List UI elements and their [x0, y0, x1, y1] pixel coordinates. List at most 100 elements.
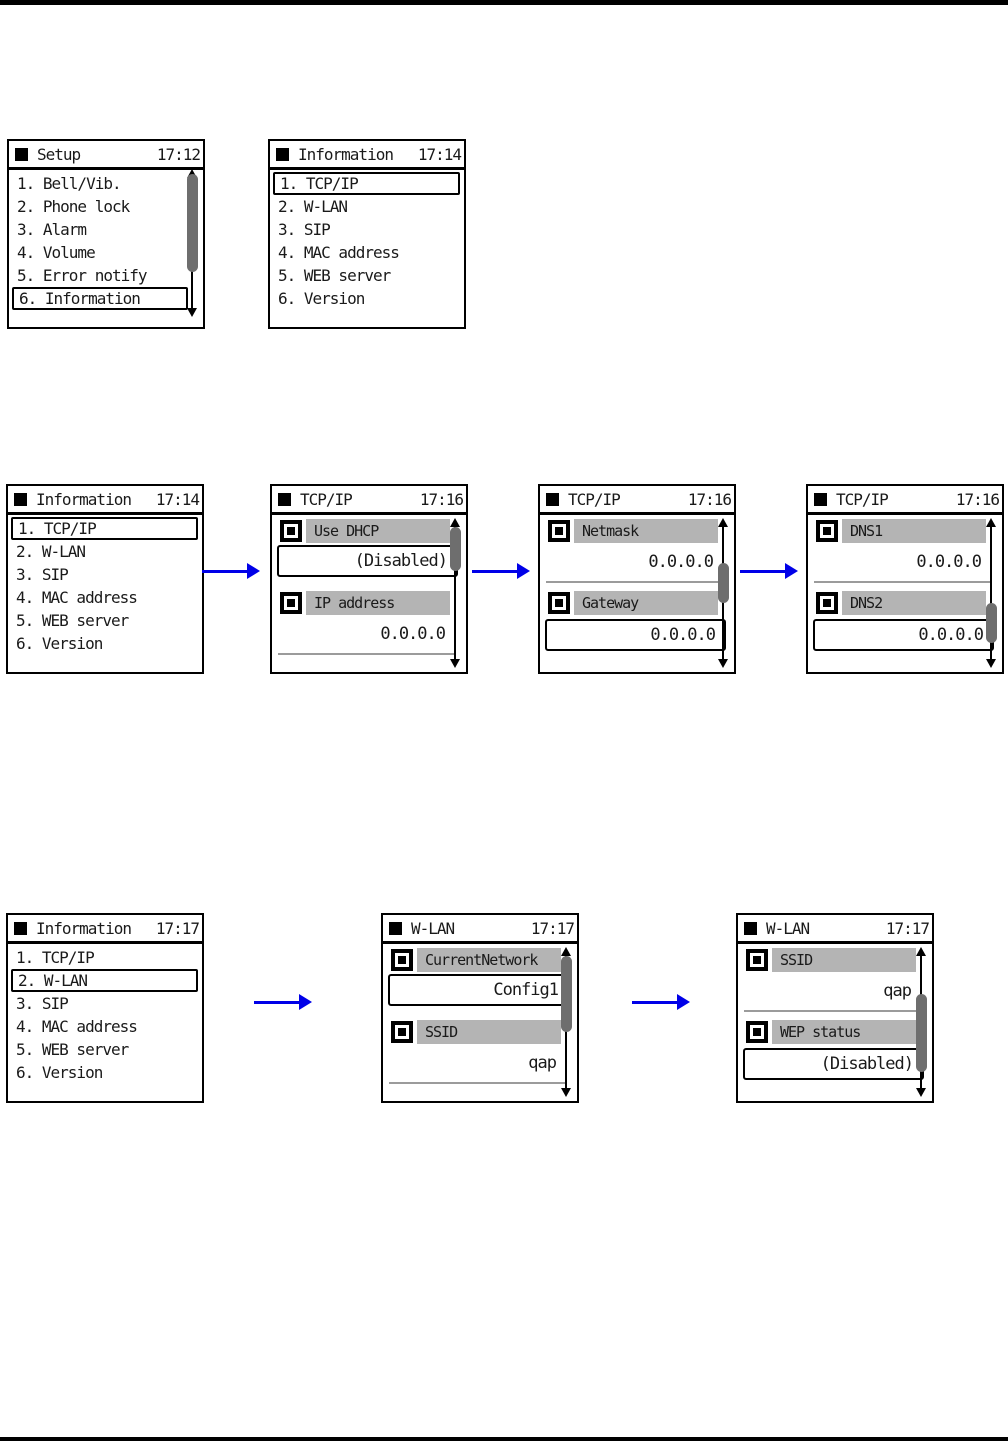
arrow-shaft: [472, 569, 517, 573]
clock-text: 17:16: [687, 490, 732, 509]
lcd-titlebar: Information 17:14: [270, 141, 464, 170]
scrollbar-track: [454, 524, 456, 662]
field-underline: [389, 1082, 567, 1084]
scrollbar-thumb: [187, 174, 198, 272]
scroll-up-icon: [916, 947, 926, 956]
field-underline: [744, 1010, 922, 1012]
menu-item: 2. Phone lock: [17, 197, 130, 216]
arrow-shaft: [202, 569, 247, 573]
screen-title: TCP/IP: [568, 489, 621, 509]
title-square-icon: [546, 492, 559, 506]
scroll-up-icon: [450, 518, 460, 527]
title-square-icon: [14, 492, 27, 506]
arrow-shaft: [632, 1000, 677, 1004]
scrollbar-thumb: [916, 994, 927, 1072]
menu-item: 4. Volume: [17, 243, 96, 262]
field-bullet-icon: [391, 1021, 413, 1043]
arrow-head-icon: [785, 563, 798, 579]
field-label: SSID: [772, 948, 916, 972]
title-square-icon: [276, 147, 289, 161]
menu-item: 4. MAC address: [16, 588, 138, 607]
menu-item: 6. Version: [278, 289, 365, 308]
scroll-down-icon: [450, 659, 460, 668]
menu-item: 5. WEB server: [16, 611, 129, 630]
lcd-content: 1. Bell/Vib. 2. Phone lock 3. Alarm 4. V…: [9, 169, 203, 327]
field-value-selected: 0.0.0.0: [545, 619, 726, 651]
screen-title: Information: [36, 918, 132, 938]
screen-title: TCP/IP: [836, 489, 889, 509]
screen-title: Setup: [37, 144, 81, 164]
field-label: DNS2: [842, 591, 986, 615]
title-square-icon: [278, 492, 291, 506]
field-label: Gateway: [574, 591, 718, 615]
scroll-down-icon: [561, 1088, 571, 1097]
screen-title: W-LAN: [766, 918, 810, 938]
next-screen-arrow: [254, 994, 312, 1010]
field-bullet-icon: [391, 949, 413, 971]
lcd-titlebar: W-LAN 17:17: [383, 915, 577, 944]
field-bullet-icon: [816, 520, 838, 542]
field-header: SSID: [746, 948, 916, 972]
clock-text: 17:16: [419, 490, 464, 509]
lcd-titlebar: W-LAN 17:17: [738, 915, 932, 944]
menu-item: 3. Alarm: [17, 220, 87, 239]
field-bullet-icon: [746, 1021, 768, 1043]
next-screen-arrow: [202, 563, 260, 579]
lcd-content: 1. TCP/IP 2. W-LAN 3. SIP 4. MAC address…: [8, 515, 202, 672]
arrow-head-icon: [299, 994, 312, 1010]
field-header: Use DHCP: [280, 519, 450, 543]
lcd-content: DNS1 0.0.0.0 DNS2 0.0.0.0: [808, 515, 1002, 672]
clock-text: 17:17: [885, 919, 930, 938]
next-screen-arrow: [472, 563, 530, 579]
field-value-selected: (Disabled): [277, 545, 458, 577]
title-square-icon: [14, 921, 27, 935]
menu-item: 2. W-LAN: [16, 542, 86, 561]
clock-text: 17:17: [530, 919, 575, 938]
field-header: IP address: [280, 591, 450, 615]
scrollbar: [718, 518, 729, 668]
lcd-content: 1. TCP/IP 2. W-LAN 3. SIP 4. MAC address…: [8, 944, 202, 1101]
field-header: DNS1: [816, 519, 986, 543]
lcd-screen-wlan-1: W-LAN 17:17 CurrentNetwork Config1 SSID …: [381, 913, 579, 1103]
field-bullet-icon: [548, 520, 570, 542]
lcd-content: CurrentNetwork Config1 SSID qap: [383, 944, 577, 1101]
scroll-up-icon: [718, 518, 728, 527]
arrow-head-icon: [517, 563, 530, 579]
lcd-screen-wlan-2: W-LAN 17:17 SSID qap WEP status (Disable…: [736, 913, 934, 1103]
screen-title: W-LAN: [411, 918, 455, 938]
menu-item: 6. Version: [16, 634, 103, 653]
field-header: WEP status: [746, 1020, 916, 1044]
field-underline: [546, 581, 724, 583]
menu-item: 3. SIP: [278, 220, 331, 239]
field-bullet-icon: [280, 520, 302, 542]
title-square-icon: [15, 147, 28, 161]
screen-title: Information: [36, 489, 132, 509]
field-header: Gateway: [548, 591, 718, 615]
screen-title: Information: [298, 144, 394, 164]
field-value: 0.0.0.0: [380, 624, 446, 644]
lcd-titlebar: Information 17:14: [8, 486, 202, 515]
field-header: SSID: [391, 1020, 561, 1044]
field-label: WEP status: [772, 1020, 916, 1044]
field-value-selected: Config1: [388, 974, 569, 1006]
lcd-screen-information: Information 17:14 1. TCP/IP 2. W-LAN 3. …: [268, 139, 466, 329]
title-square-icon: [814, 492, 827, 506]
lcd-content: 1. TCP/IP 2. W-LAN 3. SIP 4. MAC address…: [270, 170, 464, 327]
field-header: CurrentNetwork: [391, 948, 561, 972]
menu-item: 4. MAC address: [16, 1017, 138, 1036]
scroll-up-icon: [187, 169, 197, 178]
page-top-rule: [0, 0, 1008, 5]
clock-text: 17:12: [156, 145, 201, 164]
field-value-selected: (Disabled): [743, 1048, 924, 1080]
scrollbar: [561, 947, 572, 1097]
title-square-icon: [744, 921, 757, 935]
page-bottom-rule: [0, 1437, 1008, 1441]
arrow-shaft: [254, 1000, 299, 1004]
lcd-screen-tcpip-1: TCP/IP 17:16 Use DHCP (Disabled) IP addr…: [270, 484, 468, 674]
field-header: DNS2: [816, 591, 986, 615]
field-label: IP address: [306, 591, 450, 615]
field-label: DNS1: [842, 519, 986, 543]
screen-title: TCP/IP: [300, 489, 353, 509]
menu-item-selected: 2. W-LAN: [11, 969, 198, 992]
scrollbar: [450, 518, 461, 668]
